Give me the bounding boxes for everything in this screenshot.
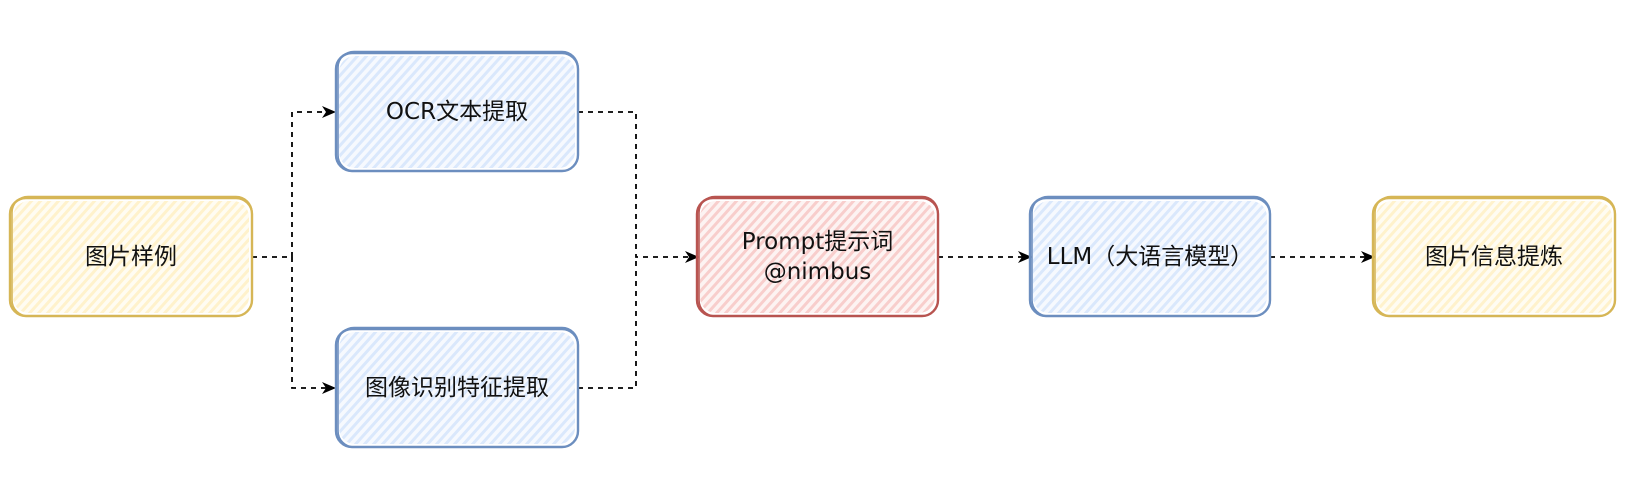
node-prompt-hatch-fill [700,201,935,313]
prompt-text-line1: Prompt提示词 [741,229,894,255]
llm-text: LLM（大语言模型） [1046,244,1254,270]
node-ocr-outline [337,50,579,172]
node-prompt-outline [698,195,939,317]
edge-features-to-prompt [578,257,637,389]
node-label-prompt: Prompt提示词 @nimbus [697,198,938,316]
image-features-text: 图像识别特征提取 [365,375,549,401]
node-prompt [695,195,940,318]
node-label-image-sample: 图片样例 [10,198,252,316]
ocr-text: OCR文本提取 [385,99,529,125]
node-extraction [1371,195,1617,318]
node-ocr [334,50,580,173]
node-llm [1028,195,1272,318]
edge-sample-to-features [291,257,336,394]
node-label-image-features: 图像识别特征提取 [336,329,578,447]
node-image-sample-hatch-fill [13,201,249,313]
node-image-features [334,326,580,449]
prompt-text-line2: @nimbus [763,259,872,285]
node-ocr-hatch-fill [339,56,575,168]
node-extraction-outline [1374,195,1616,317]
node-label-extraction: 图片信息提炼 [1373,198,1615,316]
image-sample-text: 图片样例 [85,244,177,270]
node-label-llm: LLM（大语言模型） [1030,198,1270,316]
edge-sample-to-ocr [252,106,336,258]
node-image-sample [8,195,254,318]
node-label-ocr: OCR文本提取 [336,53,578,171]
edge-ocr-to-prompt [578,111,699,263]
extraction-text: 图片信息提炼 [1425,244,1563,270]
node-extraction-hatch-fill [1376,201,1612,313]
node-llm-hatch-fill [1033,201,1267,313]
node-image-features-hatch-fill [339,332,575,444]
node-image-sample-outline [11,195,253,317]
node-llm-outline [1031,195,1271,317]
node-image-features-outline [337,326,579,448]
